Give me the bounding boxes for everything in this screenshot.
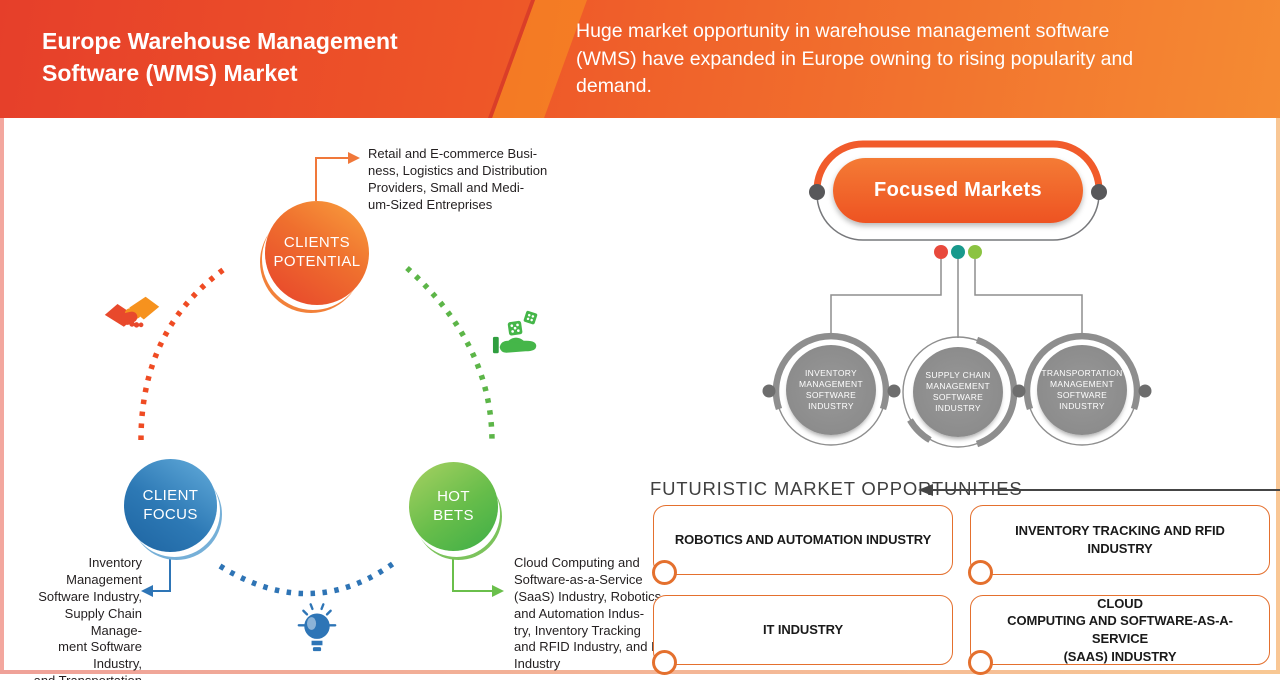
hot-bets-arrowhead bbox=[492, 585, 504, 597]
futuristic-box-corner-ring bbox=[968, 650, 993, 675]
futuristic-box-label: CLOUD COMPUTING AND SOFTWARE-AS-A-SERVIC… bbox=[1007, 595, 1233, 664]
industry-label: TRANSPORTATION MANAGEMENT SOFTWARE INDUS… bbox=[1041, 367, 1123, 412]
futuristic-arrowhead bbox=[918, 484, 933, 496]
focused-markets-title: Focused Markets bbox=[874, 179, 1042, 201]
client-focus-note: Inventory Management Software Industry, … bbox=[34, 555, 142, 680]
client-focus-label: CLIENT FOCUS bbox=[142, 486, 199, 523]
connector-tree bbox=[830, 259, 1083, 338]
badge-top-arc bbox=[813, 140, 1103, 194]
handshake-icon bbox=[104, 296, 160, 328]
hot-bets-label: HOT BETS bbox=[433, 487, 474, 524]
frame-bottom bbox=[0, 670, 1280, 674]
futuristic-box-label: IT INDUSTRY bbox=[762, 622, 844, 638]
futuristic-box-label: INVENTORY TRACKING AND RFID INDUSTRY bbox=[1015, 523, 1225, 556]
client-focus-connector bbox=[152, 551, 171, 592]
client-focus-arc bbox=[218, 557, 400, 597]
teal-dot bbox=[951, 245, 965, 259]
futuristic-box-label: ROBOTICS AND AUTOMATION INDUSTRY bbox=[674, 532, 932, 548]
clients-potential-arc bbox=[138, 267, 225, 441]
clients-potential-note: Retail and E-commerce Busi- ness, Logist… bbox=[368, 146, 548, 212]
page-subtitle: Huge market opportunity in warehouse man… bbox=[576, 20, 1134, 98]
industry-label: INVENTORY MANAGEMENT SOFTWARE INDUSTRY bbox=[799, 367, 863, 412]
industry-circle-inventory: INVENTORY MANAGEMENT SOFTWARE INDUSTRY bbox=[786, 345, 876, 435]
frame-right bbox=[1276, 118, 1280, 671]
industry-label: SUPPLY CHAIN MANAGEMENT SOFTWARE INDUSTR… bbox=[925, 369, 991, 414]
hot-bets-arc bbox=[405, 265, 495, 443]
client-focus-bubble: CLIENT FOCUS bbox=[124, 459, 217, 552]
industry-ring-2-small-arc bbox=[907, 418, 932, 443]
industry-ring-3-thick-arc bbox=[1023, 332, 1141, 411]
clients-potential-connector bbox=[315, 157, 348, 201]
hot-bets-note: Cloud Computing and Software-as-a-Servic… bbox=[514, 555, 663, 672]
futuristic-box-it: IT INDUSTRY bbox=[653, 595, 953, 665]
focused-markets-badge: Focused Markets bbox=[833, 158, 1083, 223]
clients-potential-arrowhead bbox=[348, 152, 360, 164]
badge-bottom-arc bbox=[816, 193, 1100, 241]
hot-bets-connector bbox=[452, 550, 492, 592]
industry-ring-1-thick-arc bbox=[772, 332, 890, 411]
industry-circle-supply-chain: SUPPLY CHAIN MANAGEMENT SOFTWARE INDUSTR… bbox=[913, 347, 1003, 437]
hand-with-dice-icon bbox=[492, 310, 538, 354]
lightbulb-icon bbox=[297, 603, 337, 652]
futuristic-box-rfid: INVENTORY TRACKING AND RFID INDUSTRY bbox=[970, 505, 1270, 575]
header-banner: Europe Warehouse Management Software (WM… bbox=[0, 0, 1280, 118]
frame-left bbox=[0, 118, 4, 671]
industry-circle-transportation: TRANSPORTATION MANAGEMENT SOFTWARE INDUS… bbox=[1037, 345, 1127, 435]
futuristic-box-corner-ring bbox=[968, 560, 993, 585]
ring-side-dot bbox=[1138, 384, 1152, 398]
hot-bets-bubble: HOT BETS bbox=[409, 462, 498, 551]
clients-potential-label: CLIENTS POTENTIAL bbox=[273, 234, 361, 270]
ring-side-dot bbox=[887, 384, 901, 398]
page-title: Europe Warehouse Management Software (WM… bbox=[42, 28, 398, 87]
ring-side-dot bbox=[762, 384, 776, 398]
green-dot bbox=[968, 245, 982, 259]
futuristic-box-robotics: ROBOTICS AND AUTOMATION INDUSTRY bbox=[653, 505, 953, 575]
badge-left-dot bbox=[809, 184, 825, 200]
red-dot bbox=[934, 245, 948, 259]
futuristic-box-corner-ring bbox=[652, 650, 677, 675]
clients-potential-bubble: CLIENTS POTENTIAL bbox=[265, 201, 369, 305]
badge-right-dot bbox=[1091, 184, 1107, 200]
futuristic-box-cloud: CLOUD COMPUTING AND SOFTWARE-AS-A-SERVIC… bbox=[970, 595, 1270, 665]
client-focus-arrowhead bbox=[141, 585, 153, 597]
futuristic-box-corner-ring bbox=[652, 560, 677, 585]
ring-side-dot bbox=[1012, 384, 1026, 398]
